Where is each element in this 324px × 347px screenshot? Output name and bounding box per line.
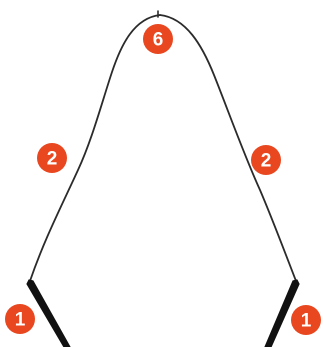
left-foot (26, 279, 71, 347)
badge-top-circle (143, 24, 173, 54)
badge-left-middle: 2 (37, 143, 67, 173)
arch-outline (26, 10, 300, 347)
badge-right-bottom: 1 (291, 305, 321, 335)
badge-right-bottom-circle (291, 305, 321, 335)
badge-top-label: 6 (153, 30, 164, 51)
badge-right-bottom-label: 1 (301, 311, 312, 332)
arch-left-curve (29, 14, 161, 282)
badge-right-middle-circle (251, 145, 281, 175)
badge-right-middle-label: 2 (261, 151, 272, 172)
badge-left-bottom-label: 1 (15, 310, 26, 331)
badge-left-bottom-circle (5, 304, 35, 334)
badge-left-middle-circle (37, 143, 67, 173)
badge-top: 6 (143, 24, 173, 54)
badge-left-bottom: 1 (5, 304, 35, 334)
right-foot (264, 279, 300, 347)
badge-right-middle: 2 (251, 145, 281, 175)
badge-left-middle-label: 2 (47, 149, 58, 170)
arch-right-curve (159, 14, 297, 282)
